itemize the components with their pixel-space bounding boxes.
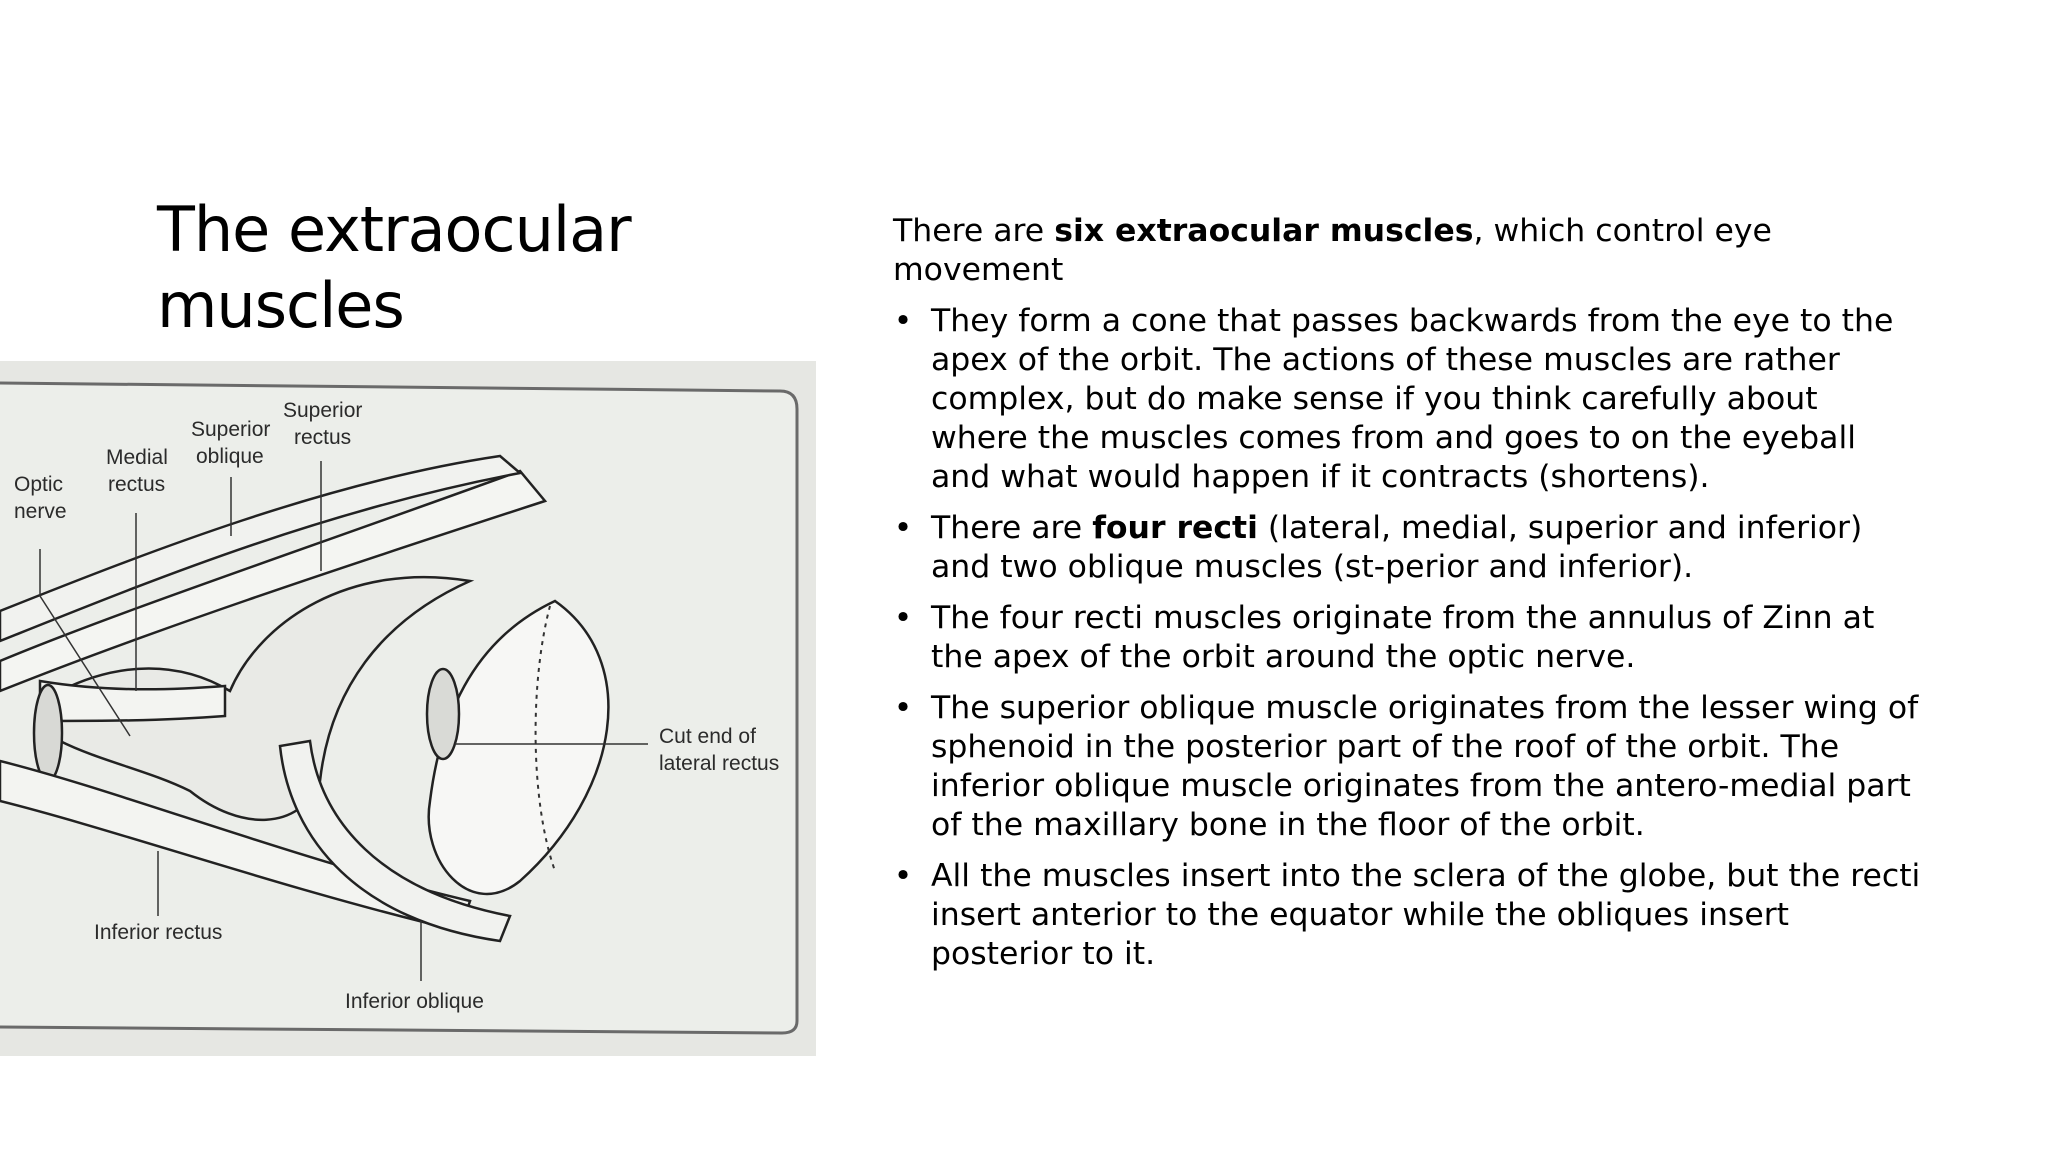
- superior-oblique-muscle: [0, 454, 523, 643]
- label-medial-rectus-1: Medial: [106, 446, 168, 469]
- bullet-glyph: •: [893, 303, 913, 339]
- slide-title: The extraocular muscles: [157, 193, 632, 342]
- intro-before: There are: [893, 213, 1055, 249]
- list-item: • There are four recti (lateral, medial, …: [893, 509, 1923, 587]
- equator-line: [534, 605, 556, 872]
- label-superior-rectus-1: Superior: [283, 399, 362, 422]
- leader-optic-2: [39, 595, 131, 737]
- label-cut-end-1: Cut end of: [659, 725, 756, 748]
- cut-end-lateral-rectus: [425, 667, 461, 761]
- label-inferior-rectus: Inferior rectus: [94, 921, 222, 944]
- medial-rectus-muscle: [38, 679, 227, 723]
- inferior-oblique-muscle: [278, 739, 512, 943]
- intro-after: , which control eye movement: [893, 213, 1772, 288]
- bullet-text: They form a cone that passes backwards f…: [931, 303, 1894, 495]
- globe: [427, 599, 610, 896]
- label-superior-oblique-2: oblique: [196, 445, 264, 468]
- bullet-glyph: •: [893, 510, 913, 546]
- diagram-svg: Optic nerve Medial rectus Superior obliq…: [0, 381, 799, 1035]
- bullet-glyph: •: [893, 858, 913, 894]
- bullet-text: The four recti muscles originate from th…: [931, 600, 1875, 675]
- eye-muscles-diagram: Optic nerve Medial rectus Superior obliq…: [0, 361, 816, 1056]
- list-item: • The superior oblique muscle originates …: [893, 689, 1923, 845]
- bullet-glyph: •: [893, 690, 913, 726]
- bullet-text: The superior oblique muscle originates f…: [931, 690, 1919, 843]
- bullet-glyph: •: [893, 600, 913, 636]
- content-panel: There are six extraocular muscles, which…: [893, 212, 1923, 986]
- label-superior-rectus-2: rectus: [294, 426, 351, 449]
- list-item: • They form a cone that passes backwards …: [893, 302, 1923, 497]
- intro-bold: six extraocular muscles: [1054, 213, 1474, 249]
- label-optic-nerve-2: nerve: [14, 500, 67, 523]
- label-superior-oblique-1: Superior: [191, 418, 270, 441]
- list-item: • The four recti muscles originate from t…: [893, 599, 1923, 677]
- label-optic-nerve-1: Optic: [14, 473, 63, 496]
- annulus-of-zinn: [32, 683, 64, 783]
- bullet-after: (lateral, medial, superior and inferior)…: [931, 510, 1863, 585]
- bullet-text: All the muscles insert into the sclera o…: [931, 858, 1921, 972]
- list-item: • All the muscles insert into the sclera …: [893, 857, 1923, 974]
- intro-paragraph: There are six extraocular muscles, which…: [893, 212, 1923, 290]
- label-inferior-oblique: Inferior oblique: [345, 990, 484, 1013]
- label-cut-end-2: lateral rectus: [659, 752, 779, 775]
- bullet-list: • They form a cone that passes backwards …: [893, 302, 1923, 974]
- bullet-bold: four recti: [1092, 510, 1258, 546]
- label-medial-rectus-2: rectus: [108, 473, 165, 496]
- bullet-text: There are: [931, 510, 1093, 546]
